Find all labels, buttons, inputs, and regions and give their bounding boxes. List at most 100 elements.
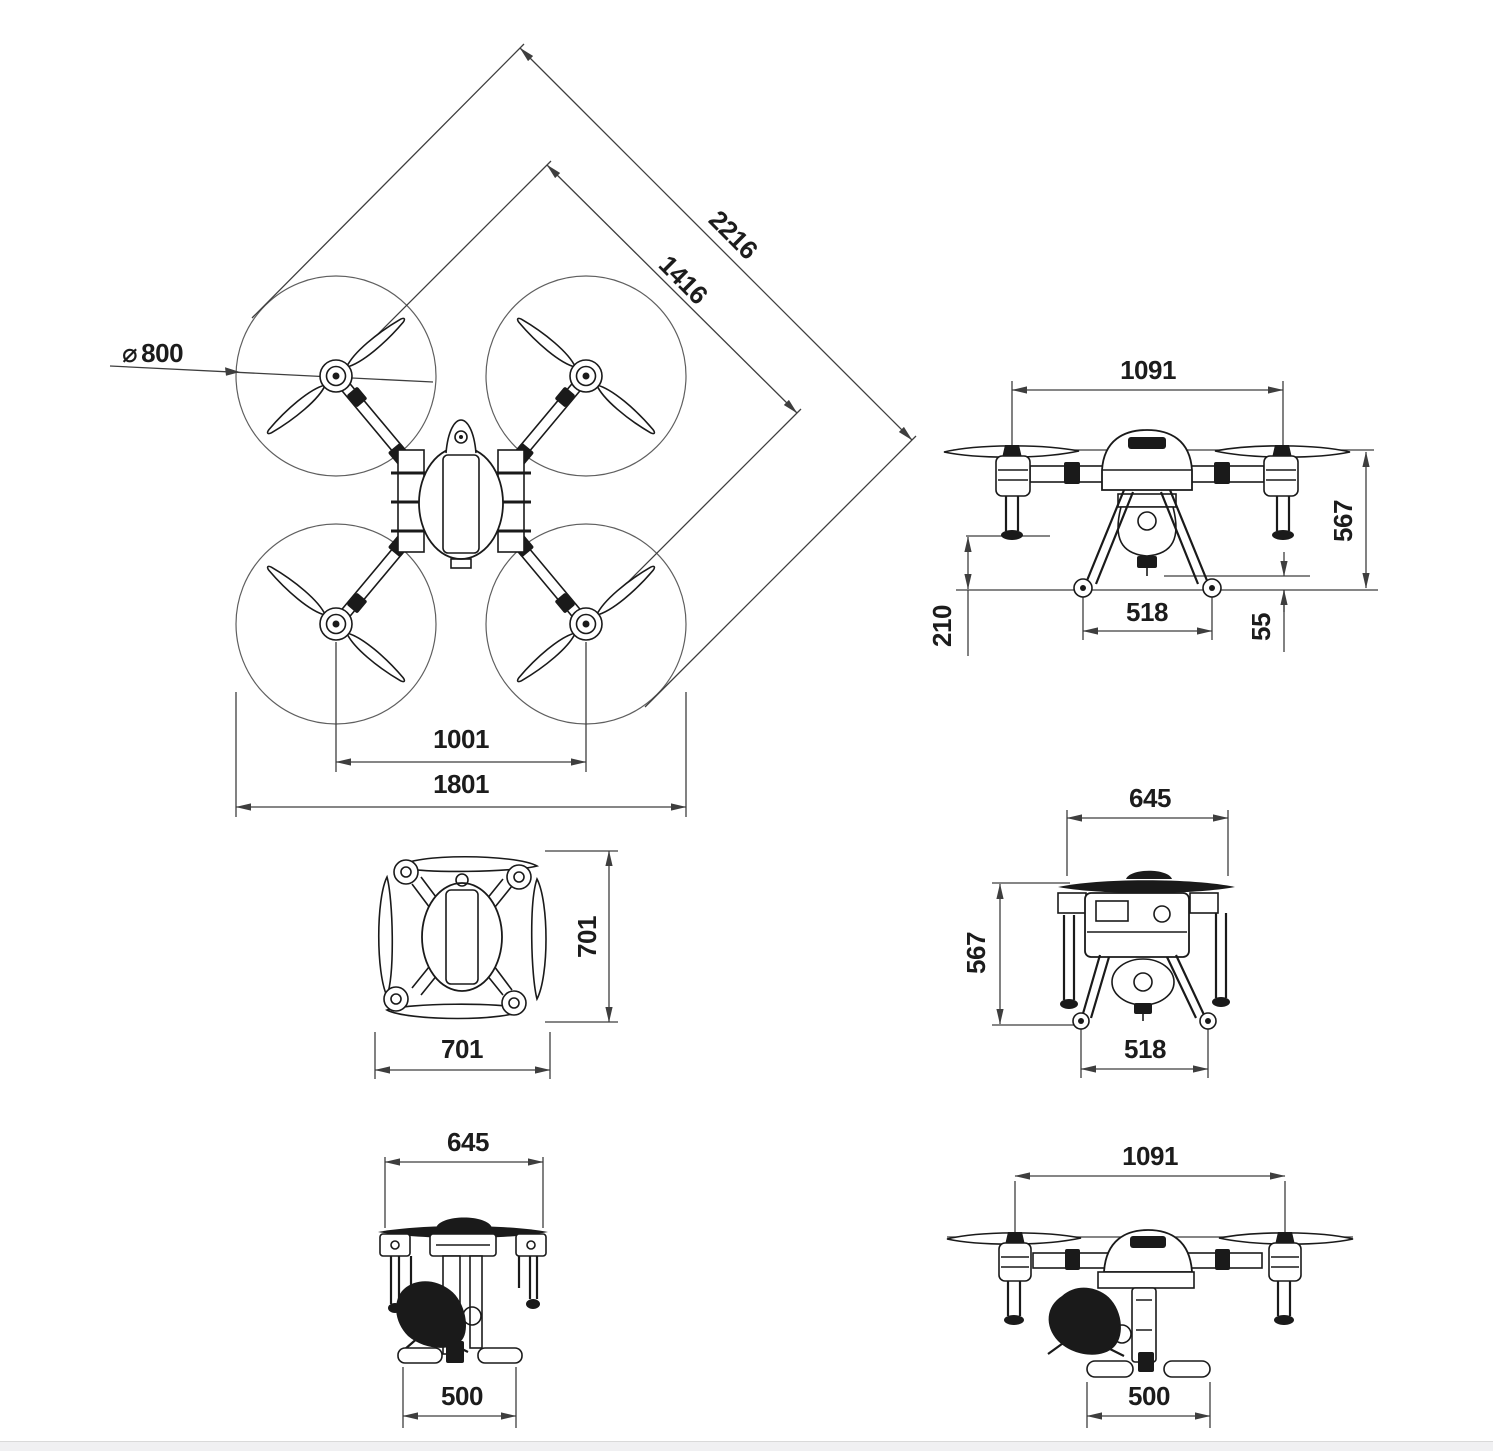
folded-leg-struts [1004, 496, 1291, 531]
top-hump [436, 1217, 492, 1228]
folded-leg-struts [389, 1256, 539, 1304]
leg-foot [1212, 997, 1230, 1007]
drone-top-folded-art [377, 856, 547, 1020]
right-skid [477, 1347, 523, 1364]
dim-label-width: 701 [441, 1034, 483, 1064]
canopy-vent [1128, 437, 1166, 449]
dim-label-skid-span: 500 [441, 1381, 483, 1411]
extension-lines-1001 [335, 642, 587, 772]
right-motor-pod [1263, 455, 1299, 497]
landing-legs [1084, 489, 1210, 585]
arm-clamp [555, 593, 575, 613]
arm-clamp [1214, 462, 1230, 484]
motor-hub [569, 359, 603, 393]
folded-propeller-blades [377, 856, 547, 1020]
fuselage-top [391, 419, 531, 569]
dim-label-skid-span: 500 [1128, 1381, 1170, 1411]
propeller-blade [263, 561, 330, 620]
tail-mount [450, 558, 472, 569]
left-motor-pod [995, 455, 1031, 497]
extension-lines-567 [992, 882, 1076, 1026]
dimension-lines-top-folded [374, 850, 618, 1079]
dim-label-height: 567 [1328, 500, 1358, 542]
pump-wheel [1112, 1324, 1132, 1344]
folded-prop-brim [378, 1226, 548, 1238]
drone-front-skids-art [946, 1229, 1354, 1378]
body-port [1153, 905, 1171, 923]
pump-block [1137, 556, 1157, 568]
leader-arrowhead [225, 367, 240, 376]
canopy-base [1097, 1271, 1195, 1289]
motor-pod-hub [508, 997, 520, 1009]
motor-pod-hub [390, 993, 402, 1005]
propeller-blade [513, 628, 580, 687]
view-top-folded: 701 701 [374, 850, 618, 1079]
arm-clamp [555, 387, 575, 407]
propeller-blade [592, 561, 659, 620]
pump-block [1134, 1003, 1152, 1014]
arm-clamp [1064, 462, 1080, 484]
diameter-symbol: ⌀ [122, 338, 137, 368]
dim-label-overall-width: 1801 [433, 769, 489, 799]
leg-foot [1274, 1315, 1294, 1325]
extension-lines-1801 [235, 692, 687, 817]
motor-hub [319, 607, 353, 641]
extension-lines-1091 [1014, 1181, 1286, 1240]
dim-label-prop-diameter: ⌀800 [122, 338, 183, 368]
prop-circle [235, 275, 437, 477]
pod-detail-lines [998, 469, 1296, 481]
motor-pod [383, 986, 409, 1012]
dim-label-width: 1091 [1120, 355, 1176, 385]
leg-foot [1004, 1315, 1024, 1325]
battery-bay [445, 889, 479, 985]
folded-leg-struts [1062, 913, 1228, 1000]
dimension-lines-top-view [109, 43, 917, 817]
extension-lines-645 [384, 1157, 544, 1228]
right-skid [1163, 1360, 1211, 1378]
dim-label-leg-span: 518 [1124, 1034, 1166, 1064]
drone-front-art [943, 429, 1351, 598]
canopy-vent [1130, 1236, 1166, 1248]
folded-leg-struts [1006, 1281, 1292, 1316]
rail-rungs [391, 471, 531, 533]
arm-block [1057, 892, 1087, 914]
view-front-folded-skids: 645 500 [378, 1127, 548, 1428]
canopy-dome [1101, 429, 1193, 491]
view-side-folded: 645 567 518 [961, 783, 1235, 1078]
dim-label-motor-span: 1001 [433, 724, 489, 754]
right-wheel-hub [1205, 1018, 1211, 1024]
column-detail [1136, 1299, 1152, 1331]
arm-clamp [1215, 1249, 1230, 1270]
top-hump [1126, 870, 1172, 879]
propeller-blade [342, 628, 409, 687]
extension-lines-500 [1086, 1382, 1211, 1428]
prop-hub-cap [1005, 1232, 1025, 1245]
motor-pod-hub [513, 871, 525, 883]
skid-connector [446, 1341, 464, 1363]
left-skid [1086, 1360, 1134, 1378]
body-block [1084, 892, 1190, 958]
dim-label-height: 701 [572, 916, 602, 958]
pod-hub [526, 1240, 536, 1250]
arm-clamp [347, 593, 367, 613]
motor-hub [569, 607, 603, 641]
drone-side-folded-art [1057, 870, 1235, 1030]
motor-pod [393, 859, 419, 885]
right-wheel-hub [1209, 585, 1215, 591]
dimension-lines-front-folded [384, 1157, 544, 1428]
drone-front-folded-art [378, 1217, 548, 1364]
pod-hub [390, 1240, 400, 1250]
center-column [1131, 1287, 1157, 1363]
sprayer-assembly [1048, 1287, 1121, 1355]
dim-label-width: 1091 [1122, 1141, 1178, 1171]
motor-pod [501, 990, 527, 1016]
propeller-blade [342, 313, 409, 372]
motor-pod-hub [400, 866, 412, 878]
folded-arm-struts [411, 876, 513, 996]
view-front-unfolded-skids: 1091 500 [946, 1141, 1354, 1428]
leg-foot [1060, 999, 1078, 1009]
left-motor-pod [998, 1242, 1032, 1282]
dim-label-ground-clearance: 210 [927, 605, 957, 647]
extension-lines-2216 [251, 43, 917, 708]
